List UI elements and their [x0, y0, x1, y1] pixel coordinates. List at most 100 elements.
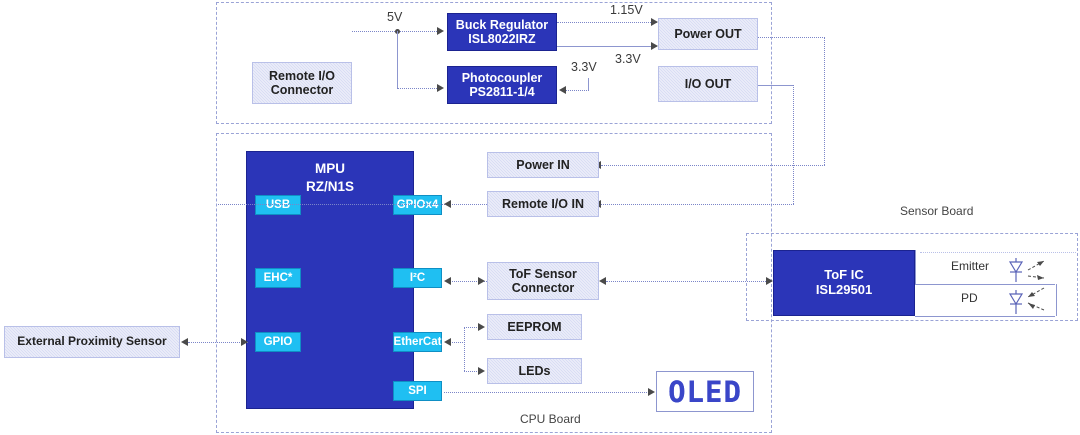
arrow-tof-connector-in	[599, 277, 606, 285]
block-photocoupler[interactable]: Photocoupler PS2811-1/4	[447, 66, 557, 104]
wire-gpiox4-remote-io	[452, 204, 487, 205]
arrow-115v-to-power-out	[651, 18, 658, 26]
mpu-port-ehc[interactable]: EHC*	[255, 268, 301, 288]
io-out-label: I/O OUT	[684, 76, 732, 91]
wire-tof-connector-to-ic	[606, 281, 774, 282]
wire-33v-to-power-out	[557, 46, 657, 47]
photocoupler-line1: Photocoupler	[461, 70, 543, 85]
arrow-leds-in	[478, 367, 485, 375]
mpu-title-line2: RZ/N1S	[305, 179, 354, 195]
block-tof-ic[interactable]: ToF IC ISL29501	[773, 250, 915, 316]
label-5v: 5V	[387, 10, 403, 24]
mpu-port-gpiox4[interactable]: GPIOx4	[393, 195, 442, 215]
wire-5v-to-photocoupler	[397, 88, 437, 89]
wire-ethercat-to-leds	[464, 371, 479, 372]
wire-33v-branch-vertical	[588, 78, 589, 90]
block-eeprom[interactable]: EEPROM	[487, 314, 582, 340]
tof-ic-line2: ISL29501	[815, 282, 873, 297]
wire-spi-to-oled	[444, 392, 653, 393]
power-in-label: Power IN	[516, 157, 570, 172]
wire-tof-ic-to-emitter	[915, 284, 1055, 285]
mpu-port-ethercat-label: EtherCat	[393, 336, 442, 348]
block-power-out[interactable]: Power OUT	[658, 18, 758, 50]
wire-ethercat-stub	[452, 342, 465, 343]
tof-sensor-connector-line2: Connector	[511, 281, 575, 295]
wire-remote-io-connector-feed	[218, 204, 487, 205]
wire-proximity-to-gpio	[188, 342, 248, 343]
mpu-port-gpio[interactable]: GPIO	[255, 332, 301, 352]
eeprom-label: EEPROM	[507, 319, 562, 334]
block-leds[interactable]: LEDs	[487, 358, 582, 384]
wire-power-out-down	[824, 37, 825, 165]
arrow-tof-ic-in	[766, 277, 773, 285]
region-sensor-board	[746, 233, 1078, 321]
remote-io-connector-line1: Remote I/O	[269, 68, 335, 83]
emitter-label: Emitter	[951, 259, 990, 273]
leds-label: LEDs	[518, 363, 551, 378]
wire-pd-vertical	[1056, 284, 1057, 316]
wire-io-out-down	[793, 85, 794, 204]
pd-photodiode-icon	[1008, 287, 1045, 314]
mpu-port-usb-label: USB	[265, 199, 291, 211]
oled-label: OLED	[668, 374, 742, 409]
tof-sensor-connector-line1: ToF Sensor	[509, 266, 577, 281]
region-cpu-board-label: CPU Board	[520, 412, 581, 426]
block-oled[interactable]: OLED	[656, 371, 754, 412]
arrow-ethercat-in	[444, 338, 451, 346]
wire-5v-vertical	[397, 31, 398, 88]
mpu-title-line1: MPU	[315, 161, 345, 176]
block-io-out[interactable]: I/O OUT	[658, 66, 758, 102]
arrow-5v-to-photocoupler	[437, 84, 444, 92]
arrow-proximity-in	[181, 338, 188, 346]
power-out-label: Power OUT	[674, 26, 742, 41]
wire-115v	[557, 22, 657, 23]
mpu-port-usb[interactable]: USB	[255, 195, 301, 215]
tof-ic-line1: ToF IC	[824, 267, 864, 283]
mpu-port-i2c-label: I²C	[409, 272, 426, 284]
wire-33v-branch-horizontal	[566, 90, 589, 91]
mpu-port-i2c[interactable]: I²C	[393, 268, 442, 288]
wire-remote-io-in-horizontal	[601, 204, 794, 205]
pd-label: PD	[961, 291, 978, 305]
mpu-port-gpiox4-label: GPIOx4	[396, 199, 439, 211]
wire-tof-ic-to-pd	[915, 316, 1055, 317]
mpu-title: MPU RZ/N1S	[247, 160, 413, 196]
label-33v-right: 3.3V	[615, 52, 641, 66]
arrow-5v-to-buck	[437, 27, 444, 35]
mpu-port-ehc-label: EHC*	[263, 272, 293, 284]
label-33v-left: 3.3V	[571, 60, 597, 74]
mpu-port-gpio-label: GPIO	[263, 336, 293, 348]
wire-emitter-vertical	[915, 250, 916, 284]
buck-regulator-line1: Buck Regulator	[455, 17, 549, 32]
arrow-i2c-out	[478, 277, 485, 285]
block-tof-sensor-connector[interactable]: ToF Sensor Connector	[487, 262, 599, 300]
external-proximity-sensor-label: External Proximity Sensor	[17, 334, 167, 349]
block-buck-regulator[interactable]: Buck Regulator ISL8022IRZ	[447, 13, 557, 51]
wire-ethercat-vertical	[464, 327, 465, 371]
arrow-33v-to-power-out	[651, 42, 658, 50]
mpu-port-spi[interactable]: SPI	[393, 381, 442, 401]
wire-power-in-horizontal	[601, 165, 825, 166]
block-external-proximity-sensor[interactable]: External Proximity Sensor	[4, 326, 180, 358]
emitter-led-icon	[1008, 258, 1045, 282]
arrow-oled-in	[648, 388, 655, 396]
mpu-port-spi-label: SPI	[408, 385, 427, 397]
wire-power-out-right	[758, 37, 825, 38]
photocoupler-line2: PS2811-1/4	[469, 85, 535, 99]
wire-i2c-tof	[452, 281, 487, 282]
arrow-i2c-in	[444, 277, 451, 285]
buck-regulator-line2: ISL8022IRZ	[468, 32, 536, 46]
emitter-divider	[920, 252, 1076, 253]
arrow-gpio-in	[241, 338, 248, 346]
wire-5v-horizontal	[352, 31, 437, 32]
arrow-eeprom-in	[478, 323, 485, 331]
wire-ethercat-to-eeprom	[464, 327, 479, 328]
block-power-in[interactable]: Power IN	[487, 152, 599, 178]
mpu-port-ethercat[interactable]: EtherCat	[393, 332, 442, 352]
block-remote-io-in[interactable]: Remote I/O IN	[487, 191, 599, 217]
region-sensor-board-label: Sensor Board	[900, 204, 974, 218]
block-remote-io-connector[interactable]: Remote I/O Connector	[252, 62, 352, 104]
arrow-33v-into-photocoupler	[559, 86, 566, 94]
wire-io-out-right	[758, 85, 794, 86]
